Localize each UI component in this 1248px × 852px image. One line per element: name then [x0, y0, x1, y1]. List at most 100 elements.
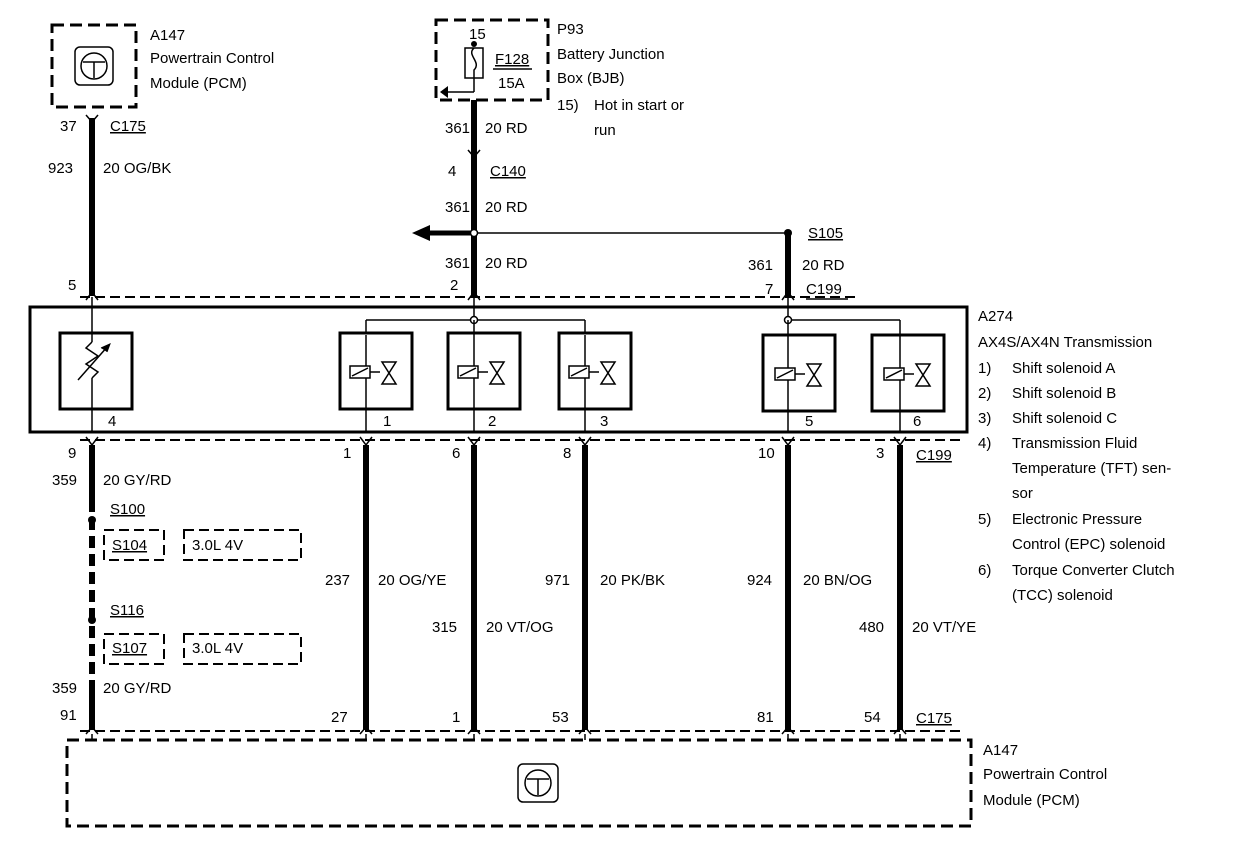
legend-num-6: 6) — [978, 562, 991, 579]
bjb-node — [471, 41, 477, 47]
wire-237-circuit: 237 — [325, 572, 350, 589]
wire-237-spec: 20 OG/YE — [378, 572, 446, 589]
c199-bottom-label: C199 — [916, 447, 952, 464]
wire-315-circuit: 315 — [432, 619, 457, 636]
thermistor-icon — [77, 297, 111, 432]
fuse-id: F128 — [495, 51, 529, 68]
connector-chevron — [85, 114, 99, 124]
trans-legend: 1) Shift solenoid A 2) Shift solenoid B … — [978, 360, 1175, 604]
c175-pin-1: 1 — [452, 709, 460, 726]
feed-arrow-icon — [440, 86, 448, 98]
component-label-1: 1 — [383, 413, 391, 430]
c175-top-label: C175 — [110, 118, 146, 135]
bjb-note-1: Hot in start or — [594, 97, 684, 114]
component-label-2: 2 — [488, 413, 496, 430]
legend-text-4c: sor — [1012, 485, 1033, 502]
c199-top-label: C199 — [806, 281, 842, 298]
pcm-module-icon — [517, 763, 559, 803]
bjb-note-2: run — [594, 122, 616, 139]
tft-wire-bottom-circuit: 359 — [52, 680, 77, 697]
s104-label: S104 — [112, 537, 147, 554]
legend-num-4: 4) — [978, 435, 991, 452]
wire-923-circuit: 923 — [48, 160, 73, 177]
s100-label: S100 — [110, 501, 145, 518]
c175-pin-91: 91 — [60, 707, 77, 724]
bjb-id: P93 — [557, 21, 584, 38]
s105-wire-circuit: 361 — [748, 257, 773, 274]
c199-top-pin-s105: 7 — [765, 281, 773, 298]
c175-pin-81: 81 — [757, 709, 774, 726]
pcm-bottom-name-2: Module (PCM) — [983, 792, 1080, 809]
legend-num-2: 2) — [978, 385, 991, 402]
feed-arrow-icon — [412, 225, 430, 241]
s100-dot — [88, 516, 96, 524]
fuse-rating: 15A — [498, 75, 525, 92]
legend-num-5: 5) — [978, 511, 991, 528]
transmission-box — [28, 305, 969, 434]
bjb-box — [434, 18, 550, 102]
tft-wire-top-circuit: 359 — [52, 472, 77, 489]
connector-chevron — [467, 149, 481, 159]
solenoid-b — [446, 320, 522, 432]
pcm-top-name-2: Module (PCM) — [150, 75, 247, 92]
bjb-pin: 15 — [469, 26, 486, 43]
c199-bottom-pin-6: 6 — [452, 445, 460, 462]
trans-id: A274 — [978, 308, 1013, 325]
pcm-top-pin: 37 — [60, 118, 77, 135]
tft-wire-bottom-spec: 20 GY/RD — [103, 680, 172, 697]
bjb-wire2-circuit: 361 — [445, 199, 470, 216]
legend-text-3: Shift solenoid C — [1012, 410, 1117, 427]
tft-wire-top-spec: 20 GY/RD — [103, 472, 172, 489]
bjb-name-2: Box (BJB) — [557, 70, 625, 87]
legend-text-5b: Control (EPC) solenoid — [1012, 536, 1165, 553]
c199-top-pin-power: 2 — [450, 277, 458, 294]
pcm-bottom-box — [65, 738, 973, 828]
pcm-top-box — [50, 23, 138, 109]
s105-label: S105 — [808, 225, 843, 242]
wire-480-spec: 20 VT/YE — [912, 619, 976, 636]
bjb-wire3-circuit: 361 — [445, 255, 470, 272]
s105-wire-spec: 20 RD — [802, 257, 845, 274]
splice-dot — [469, 228, 479, 238]
c199-bottom-pin-10: 10 — [758, 445, 775, 462]
c199-top-pin-pcm: 5 — [68, 277, 76, 294]
wire-924-spec: 20 BN/OG — [803, 572, 872, 589]
solenoid-a — [338, 331, 414, 432]
legend-num-3: 3) — [978, 410, 991, 427]
c199-bottom-pin-9: 9 — [68, 445, 76, 462]
wire-315-spec: 20 VT/OG — [486, 619, 554, 636]
wire-923-spec: 20 OG/BK — [103, 160, 171, 177]
bjb-name-1: Battery Junction — [557, 46, 665, 63]
pcm-top-id: A147 — [150, 27, 185, 44]
legend-text-1: Shift solenoid A — [1012, 360, 1115, 377]
pcm-module-icon — [74, 46, 114, 86]
legend-text-5a: Electronic Pressure — [1012, 511, 1142, 528]
c199-bottom-pin-1: 1 — [343, 445, 351, 462]
bjb-wire1-spec: 20 RD — [485, 120, 528, 137]
c175-pin-27: 27 — [331, 709, 348, 726]
c175-bottom-label: C175 — [916, 710, 952, 727]
component-label-4: 4 — [108, 413, 116, 430]
bjb-wire2-spec: 20 RD — [485, 199, 528, 216]
bjb-wire1-circuit: 361 — [445, 120, 470, 137]
c199-bottom-pin-8: 8 — [563, 445, 571, 462]
component-label-6: 6 — [913, 413, 921, 430]
c175-pin-54: 54 — [864, 709, 881, 726]
trans-name: AX4S/AX4N Transmission — [978, 334, 1152, 351]
wire-924-circuit: 924 — [747, 572, 772, 589]
legend-text-2: Shift solenoid B — [1012, 385, 1116, 402]
c199-bottom-pin-3: 3 — [876, 445, 884, 462]
s116-dot — [88, 616, 96, 624]
c175-pin-53: 53 — [552, 709, 569, 726]
pcm-bottom-name-1: Powertrain Control — [983, 766, 1107, 783]
component-label-5: 5 — [805, 413, 813, 430]
s107-label: S107 — [112, 640, 147, 657]
bjb-note-num: 15) — [557, 97, 579, 114]
s116-label: S116 — [110, 602, 144, 619]
component-label-3: 3 — [600, 413, 608, 430]
c140-pin: 4 — [448, 163, 456, 180]
s104-note: 3.0L 4V — [192, 537, 243, 554]
legend-text-6a: Torque Converter Clutch — [1012, 562, 1175, 579]
legend-text-6b: (TCC) solenoid — [1012, 587, 1113, 604]
